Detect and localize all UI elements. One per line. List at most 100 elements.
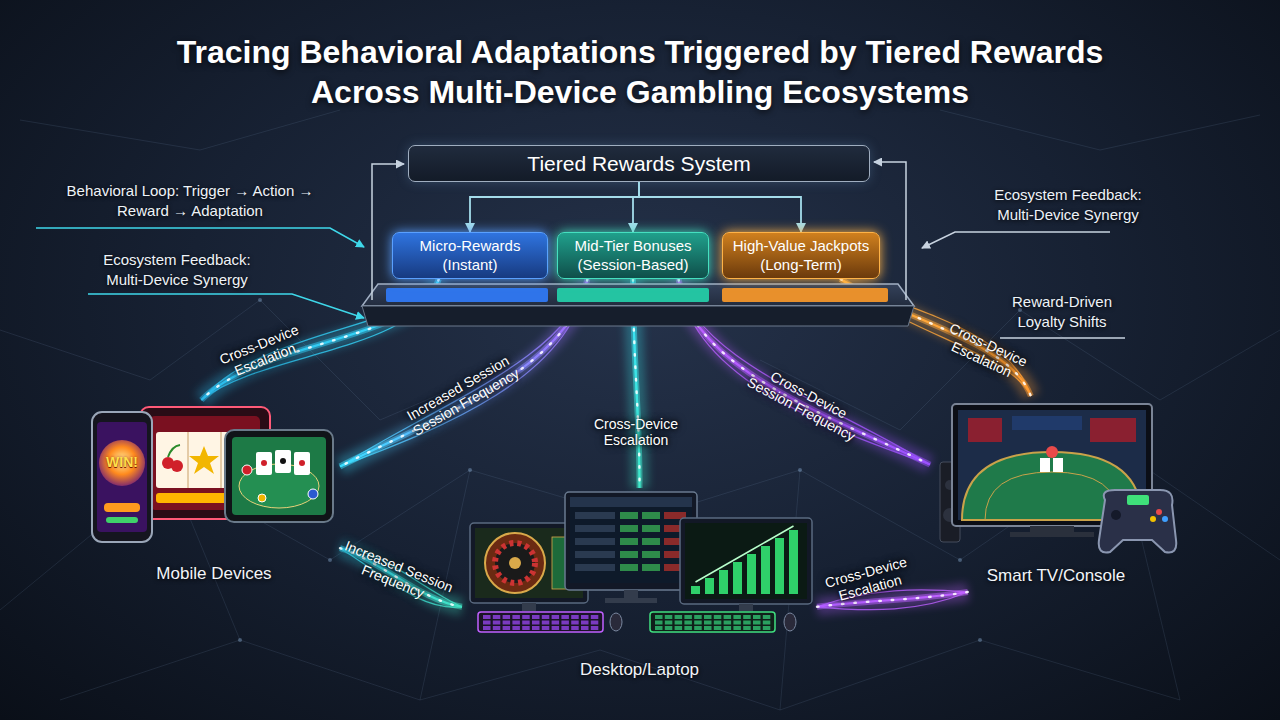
art-shape [798, 468, 802, 472]
art-shape [696, 526, 794, 582]
art-shape [620, 512, 638, 519]
node-label: Micro-Rewards (Instant) [397, 237, 543, 275]
stream-strand [201, 279, 438, 400]
art-shape [575, 551, 615, 558]
diagram-title: Tracing Behavioral Adaptations Triggered… [140, 32, 1140, 112]
art-shape [561, 615, 569, 619]
art-shape [675, 626, 683, 630]
art-shape [684, 615, 692, 619]
tier-connector [470, 182, 639, 232]
art-shape [552, 615, 560, 619]
art-shape [958, 558, 962, 562]
stream-core [201, 279, 438, 400]
node-label: High-Value Jackpots (Long-Term) [727, 237, 875, 275]
art-shape [620, 564, 638, 571]
art-shape [581, 615, 589, 619]
art-shape [242, 465, 252, 475]
art-shape [665, 621, 673, 625]
art-shape [171, 460, 183, 472]
art-shape [581, 626, 589, 630]
node-label: Mid-Tier Bonuses (Session-Based) [562, 237, 704, 275]
node-label: Desktop/Laptop [462, 660, 817, 680]
art-shape [468, 468, 472, 472]
art-shape [620, 525, 638, 532]
reward-stream [340, 279, 587, 467]
art-shape [168, 445, 180, 457]
art-shape [1046, 446, 1058, 458]
art-shape [532, 621, 540, 625]
art-shape [575, 525, 615, 532]
loop-line [874, 162, 906, 300]
art-shape [743, 626, 751, 630]
art-shape [92, 412, 152, 542]
stream-glow [201, 279, 438, 400]
tier-box: Mid-Tier Bonuses (Session-Based) [557, 232, 709, 279]
tier-connector [639, 182, 801, 232]
annotation: Ecosystem Feedback: Multi-Device Synergy [87, 250, 267, 291]
stream-glow [841, 279, 1031, 396]
art-shape [724, 615, 732, 619]
device-group: Smart TV/Console [930, 396, 1182, 592]
art-shape [238, 638, 242, 642]
art-shape [189, 446, 219, 474]
art-shape [1099, 490, 1177, 553]
art-shape [675, 621, 683, 625]
stream-glow [340, 279, 587, 467]
annotation: Ecosystem Feedback: Multi-Device Synergy [978, 185, 1158, 226]
art-shape [620, 538, 638, 545]
stream-band [201, 279, 438, 400]
tier-slab [386, 288, 548, 302]
stream-band [841, 279, 1031, 396]
art-shape [1040, 458, 1050, 472]
art-shape [775, 538, 784, 594]
art-shape [733, 626, 741, 630]
art-shape [1111, 510, 1121, 520]
reward-stream [201, 279, 438, 400]
art-shape [1127, 495, 1149, 505]
art-shape [493, 615, 501, 619]
stream-strand [340, 279, 587, 467]
art-shape [571, 621, 579, 625]
edge-label: Cross-Device Escalation [581, 416, 691, 448]
art-shape [522, 626, 530, 630]
art-shape [753, 626, 761, 630]
art-shape [542, 615, 550, 619]
art-shape [512, 615, 520, 619]
stream-band [633, 279, 640, 488]
node-label: Smart TV/Console [930, 566, 1182, 586]
tier-box: Micro-Rewards (Instant) [392, 232, 548, 279]
art-shape [743, 621, 751, 625]
art-shape [691, 586, 700, 594]
art-shape [561, 626, 569, 630]
art-shape [605, 598, 657, 603]
stream-band [340, 279, 587, 467]
art-shape [753, 621, 761, 625]
art-shape [232, 437, 326, 515]
art-shape [591, 615, 599, 619]
art-shape [642, 512, 660, 519]
art-shape [275, 450, 291, 473]
art-shape [714, 621, 722, 625]
art-shape [485, 533, 545, 593]
stream-glow [679, 279, 930, 465]
art-shape [493, 621, 501, 625]
underline [1000, 337, 1125, 339]
art-shape [642, 564, 660, 571]
platform-top [362, 284, 914, 306]
art-shape [784, 613, 796, 631]
art-shape [1090, 418, 1136, 442]
art-shape [642, 551, 660, 558]
art-shape [655, 626, 663, 630]
art-shape [985, 472, 1119, 520]
art-shape [680, 518, 812, 604]
stream-band [679, 279, 930, 465]
art-shape [968, 418, 1002, 442]
annotation: Behavioral Loop: Trigger → Action → Rewa… [40, 181, 340, 222]
art-shape [743, 615, 751, 619]
art-shape [620, 551, 638, 558]
art-shape [694, 621, 702, 625]
art-shape [561, 621, 569, 625]
annotation: Reward-Driven Loyalty Shifts [995, 292, 1130, 333]
stream-sparkle [340, 279, 587, 467]
